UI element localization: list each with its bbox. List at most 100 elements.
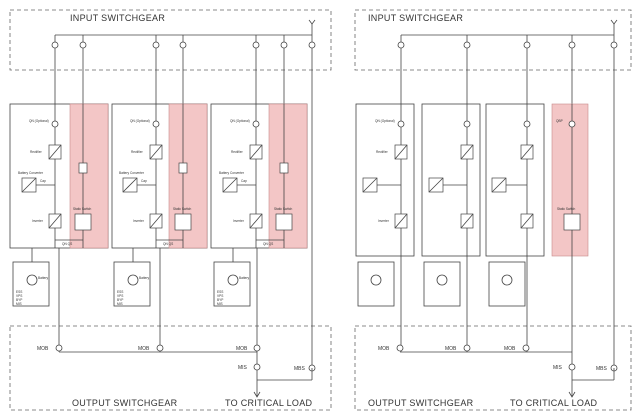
right-module-2-input-breaker: [463, 41, 471, 49]
module-2-static-switch: [174, 213, 192, 231]
module-1-input-breaker: [51, 41, 59, 49]
module-2-battery-converter-label: Battery Converter: [119, 171, 145, 175]
mis-label: MIS: [238, 365, 248, 371]
module-2-battery-spec-3: BYP: [117, 298, 123, 302]
module-2-battery-spec-4: MIS: [117, 302, 123, 306]
left-load-arrow: [253, 391, 261, 398]
right-module-1-mob-label: MOB: [378, 346, 390, 352]
right-module-1-mob-breaker: [396, 344, 404, 352]
left-system: INPUT SWITCHGEAR OUTPUT SWITCHGEAR TO CR…: [9, 9, 332, 411]
module-3-inverter-label: Inverter: [233, 219, 245, 223]
right-bypass-input-breaker: [610, 41, 618, 49]
module-2-battery-cabinet: [113, 261, 151, 307]
module-2-bypass-breaker: [179, 41, 187, 49]
right-static-switch-label: Static Switch: [557, 207, 575, 211]
module-1-bypass-breaker: [79, 41, 87, 49]
right-bypass-module: QBP Static Switch: [551, 35, 589, 352]
right-module-2-mob-label: MOB: [445, 346, 457, 352]
right-system: INPUT SWITCHGEAR OUTPUT SWITCHGEAR TO CR…: [354, 9, 632, 411]
module-3-static-switch-label: Static Switch: [274, 207, 292, 211]
module-1-battery-converter-label: Battery Converter: [18, 171, 44, 175]
module-1-battery-spec-4: MIS: [16, 302, 22, 306]
module-3-bypass-breaker: [280, 41, 288, 49]
right-module-1-battery-cabinet: [357, 261, 395, 307]
module-2-static-switch-label: Static Switch: [173, 207, 191, 211]
module-3-bypass-fuse: [279, 162, 289, 174]
right-mis-label: MIS: [553, 365, 563, 371]
left-output-label: OUTPUT SWITCHGEAR: [72, 398, 178, 408]
module-3-battery-spec-4: MIS: [217, 302, 223, 306]
module-3-qn-breaker: [252, 120, 260, 128]
right-bypass-section: [551, 103, 589, 257]
module-3-battery-spec-3: BYP: [217, 298, 223, 302]
module-1-mob-label: MOB: [37, 346, 49, 352]
module-1-mob-breaker: [55, 344, 63, 352]
module-2-qn-label: QN (Optional): [130, 119, 150, 123]
left-source-arrow: [308, 19, 316, 25]
right-mis-breaker: [568, 363, 576, 371]
right-module-1: QN (Optional) Rectifier Inverter MOB: [355, 35, 415, 352]
right-load-arrow: [568, 391, 576, 398]
left-load-label: TO CRITICAL LOAD: [225, 398, 313, 408]
left-module-3: QN (Optional) Rectifier Battery Converte…: [210, 35, 308, 352]
module-3-battery-label: Battery: [239, 276, 250, 280]
module-1-battery-spec-2: VPS: [16, 294, 22, 298]
right-static-switch: [563, 213, 581, 231]
module-3-output-breaker-label: QN QS: [263, 242, 273, 246]
right-module-3-mob-breaker: [522, 344, 530, 352]
module-3-battery-spec-2: VPS: [217, 294, 223, 298]
module-2-battery-spec-1: ESS: [117, 290, 123, 294]
module-1-qn-breaker: [51, 120, 59, 128]
module-2-input-breaker: [152, 41, 160, 49]
module-1-inverter-label: Inverter: [32, 219, 44, 223]
right-module-1-qn-label: QN (Optional): [375, 119, 395, 123]
right-input-label: INPUT SWITCHGEAR: [368, 13, 463, 23]
right-load-label: TO CRITICAL LOAD: [510, 398, 598, 408]
module-3-battery-icon: [227, 274, 239, 286]
module-2-bypass-fuse: [178, 162, 188, 174]
module-2-mob-breaker: [156, 344, 164, 352]
module-1-bypass-fuse: [78, 162, 88, 174]
module-3-battery-converter-label: Battery Converter: [219, 171, 245, 175]
module-1-static-switch: [74, 213, 92, 231]
module-2-cap-label: Cap: [141, 179, 147, 183]
module-2-battery-icon: [127, 274, 139, 286]
mbs-label: MBS: [294, 366, 306, 372]
module-2-battery-spec-2: VPS: [117, 294, 123, 298]
module-2-inverter-label: Inverter: [133, 219, 145, 223]
module-1-cap-label: Cap: [40, 179, 46, 183]
left-module-1: QN (Optional) Rectifier Battery Converte…: [9, 35, 109, 352]
right-module-1-inverter-label: Inverter: [378, 219, 390, 223]
right-source-arrow: [610, 19, 618, 25]
module-1-qn-label: QN (Optional): [29, 119, 49, 123]
right-module-3-mob-label: MOB: [504, 346, 516, 352]
right-module-1-input-breaker: [397, 41, 405, 49]
right-bypass-feed-breaker: [568, 41, 576, 49]
mis-breaker: [253, 363, 261, 371]
left-bypass-input-breaker: [308, 41, 316, 49]
module-3-static-switch: [275, 213, 293, 231]
module-3-input-breaker: [252, 41, 260, 49]
module-1-battery-spec-1: ESS: [16, 290, 22, 294]
right-module-3-input-breaker: [523, 41, 531, 49]
module-2-rectifier-label: Rectifier: [131, 150, 144, 154]
module-3-mob-label: MOB: [236, 346, 248, 352]
right-mbs-label: MBS: [596, 366, 608, 372]
right-output-switchgear: [354, 325, 632, 411]
module-2-mob-label: MOB: [138, 346, 150, 352]
left-input-label: INPUT SWITCHGEAR: [70, 13, 165, 23]
module-1-output-breaker-label: QN QS: [62, 242, 72, 246]
right-module-2-mob-breaker: [463, 344, 471, 352]
right-module-2: MOB: [421, 35, 481, 352]
module-3-cap-label: Cap: [241, 179, 247, 183]
right-qbp-breaker: [568, 120, 576, 128]
module-2-battery-label: Battery: [139, 276, 150, 280]
module-3-mob-breaker: [253, 344, 261, 352]
module-1-static-switch-label: Static Switch: [73, 207, 91, 211]
module-1-battery-spec-3: BYP: [16, 298, 22, 302]
module-2-qn-breaker: [152, 120, 160, 128]
right-qbp-label: QBP: [556, 119, 563, 123]
module-1-battery-label: Battery: [38, 276, 49, 280]
module-1-rectifier-label: Rectifier: [30, 150, 43, 154]
